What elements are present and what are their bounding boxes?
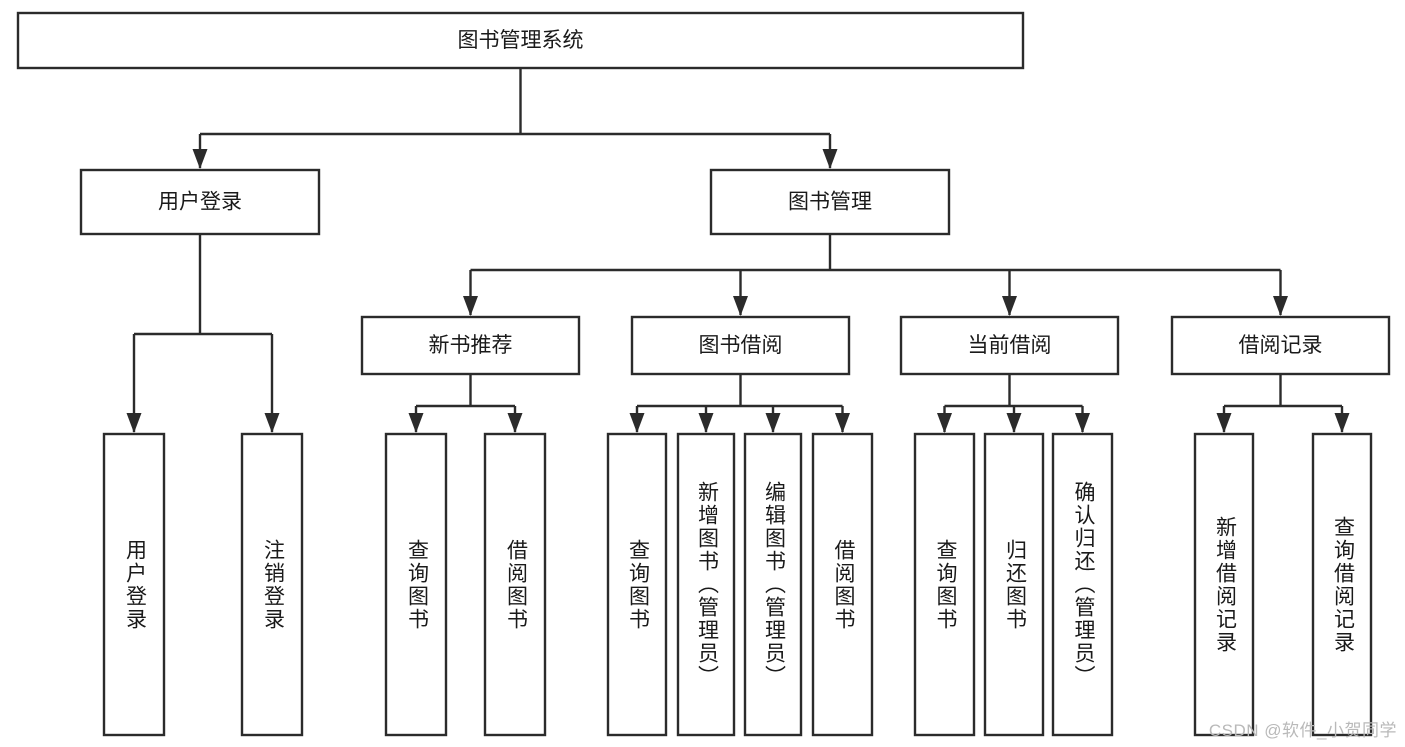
node-leaf-6[interactable] xyxy=(743,432,803,737)
node-level3-label-0: 新书推荐 xyxy=(429,334,513,357)
node-level3-label-2: 当前借阅 xyxy=(968,334,1052,357)
node-root-label: 图书管理系统 xyxy=(458,29,584,52)
watermark: CSDN @软件_小贺同学 xyxy=(1208,721,1397,740)
node-leaf-4[interactable] xyxy=(606,432,668,737)
node-level2-label-0: 用户登录 xyxy=(158,191,242,214)
node-leaf-8[interactable] xyxy=(913,432,976,737)
node-level2-0[interactable] xyxy=(79,168,321,236)
connector-edges xyxy=(126,68,1350,433)
node-leaf-11[interactable] xyxy=(1193,432,1255,737)
node-level2-1[interactable] xyxy=(709,168,951,236)
node-level3-0[interactable] xyxy=(360,315,581,376)
node-leaf-1[interactable] xyxy=(240,432,304,737)
node-leaf-7[interactable] xyxy=(811,432,874,737)
node-level3-label-3: 借阅记录 xyxy=(1239,334,1323,357)
node-leaf-0[interactable] xyxy=(102,432,166,737)
node-leaf-3[interactable] xyxy=(483,432,547,737)
node-leaf-10[interactable] xyxy=(1051,432,1114,737)
node-level2-label-1: 图书管理 xyxy=(788,191,872,214)
node-leaf-5[interactable] xyxy=(676,432,736,737)
node-leaf-9[interactable] xyxy=(983,432,1045,737)
node-boxes xyxy=(16,11,1391,737)
node-level3-3[interactable] xyxy=(1170,315,1391,376)
node-level3-2[interactable] xyxy=(899,315,1120,376)
node-level3-label-1: 图书借阅 xyxy=(699,334,783,357)
node-leaf-2[interactable] xyxy=(384,432,448,737)
node-root[interactable] xyxy=(16,11,1025,70)
node-level3-1[interactable] xyxy=(630,315,851,376)
node-leaf-12[interactable] xyxy=(1311,432,1373,737)
